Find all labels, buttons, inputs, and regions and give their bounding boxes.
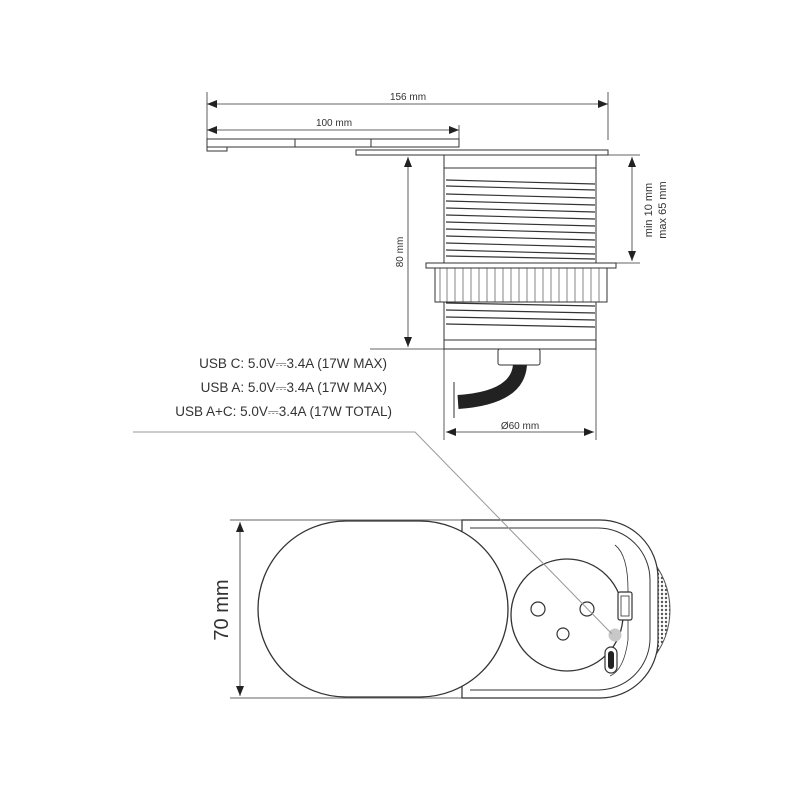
dim-diameter: Ø60 mm: [501, 421, 539, 432]
dim-80: 80 mm: [395, 237, 406, 268]
dim-min: min 10 mm: [643, 183, 655, 237]
dim-70: 70 mm: [211, 579, 233, 640]
top-view: [133, 431, 671, 699]
spec-usb-a: USB A: 5.0V⎓3.4A (17W MAX): [200, 380, 387, 395]
spec-usb-ac: USB A+C: 5.0V⎓3.4A (17W TOTAL): [175, 404, 392, 419]
dim-max: max 65 mm: [657, 181, 669, 238]
side-view: [206, 92, 640, 440]
dim-100: 100 mm: [316, 118, 352, 129]
dim-156: 156 mm: [390, 92, 426, 103]
spec-usb-c: USB C: 5.0V⎓3.4A (17W MAX): [199, 356, 387, 371]
